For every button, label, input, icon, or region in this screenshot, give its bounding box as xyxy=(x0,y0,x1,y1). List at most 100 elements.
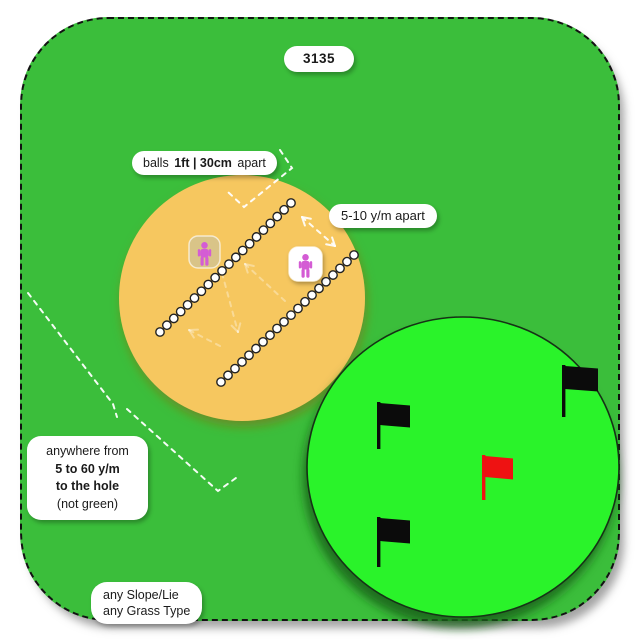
spacing-arrow xyxy=(301,216,336,247)
ball-dot xyxy=(314,283,324,294)
practice-circle xyxy=(119,175,365,421)
putting-green xyxy=(306,316,620,618)
ball-spacing-prefix: balls xyxy=(143,156,169,170)
ball-dot xyxy=(286,310,296,321)
movement-arrow-head xyxy=(230,324,239,333)
conditions-note: any Slope/Lie any Grass Type xyxy=(91,582,203,624)
dashed-guide-path xyxy=(126,408,237,493)
ball-dot xyxy=(272,211,283,222)
ball-dot xyxy=(251,343,261,354)
movement-arrow-head xyxy=(244,263,255,268)
person-arm xyxy=(208,249,212,257)
spacing-arrow-head xyxy=(325,243,336,247)
ball-spacing-label: balls 1ft | 30cm apart xyxy=(132,151,277,175)
movement-arrow-head xyxy=(237,322,242,333)
dashed-guide-path xyxy=(27,292,118,418)
ball-dot xyxy=(328,270,338,280)
ball-dot xyxy=(265,218,276,229)
person-torso xyxy=(301,260,310,270)
flag-cloth xyxy=(380,403,410,428)
person-leg xyxy=(205,256,209,266)
ball-dot xyxy=(230,252,241,263)
movement-arrow-head xyxy=(244,263,249,274)
player-icon xyxy=(288,246,323,282)
ball-dot xyxy=(230,363,240,374)
flag-cloth xyxy=(380,518,410,544)
ball-dot xyxy=(155,327,165,337)
ball-dot xyxy=(258,336,268,347)
distance-note: anywhere from 5 to 60 y/m to the hole (n… xyxy=(27,436,148,520)
flag-pole xyxy=(482,455,486,500)
ball-dot xyxy=(272,323,282,334)
person-head xyxy=(201,242,208,249)
distance-note-line4: (not green) xyxy=(56,496,119,511)
ball-dot xyxy=(307,290,317,301)
player-icon xyxy=(188,235,221,269)
ball-dot xyxy=(342,256,352,267)
ball-dot xyxy=(244,350,254,361)
ball-dot xyxy=(189,293,200,303)
ball-dot xyxy=(244,238,255,249)
ball-dot xyxy=(258,225,269,236)
flag-pole xyxy=(377,517,381,567)
ball-spacing-value: 1ft | 30cm xyxy=(174,156,232,170)
ball-dot xyxy=(279,316,289,327)
person-glyph xyxy=(197,242,212,266)
person-leg xyxy=(200,256,204,266)
spacing-arrow-head xyxy=(301,216,306,227)
person-arm xyxy=(309,261,313,269)
ball-dot xyxy=(321,276,331,287)
distance-note-line3: to the hole xyxy=(55,479,120,493)
ball-dot xyxy=(237,357,247,367)
ball-dot xyxy=(251,232,262,242)
conditions-line2: any Grass Type xyxy=(103,604,191,618)
flag-cloth xyxy=(565,366,598,392)
ball-dot xyxy=(217,265,227,276)
movement-arrow xyxy=(244,263,286,302)
ball-dot xyxy=(286,198,296,208)
target-flag-icon xyxy=(377,517,410,567)
ball-dot xyxy=(168,313,179,324)
ball-dot xyxy=(182,299,193,310)
person-head xyxy=(302,253,309,261)
drill-number-badge: 3135 xyxy=(284,46,354,72)
ball-dot xyxy=(203,279,214,290)
ball-dot xyxy=(224,259,234,270)
hole-flag-icon xyxy=(482,455,513,500)
flag-pole xyxy=(377,402,381,449)
ball-dot xyxy=(210,272,221,283)
flag-pole xyxy=(562,365,566,417)
ball-dot xyxy=(349,250,359,260)
target-flag-icon xyxy=(562,365,598,417)
spacing-arrow-head xyxy=(301,216,312,220)
person-arm xyxy=(197,249,201,257)
ball-dot xyxy=(175,306,186,317)
ball-dot xyxy=(265,330,275,341)
movement-arrow xyxy=(221,272,239,333)
ball-spacing-suffix: apart xyxy=(237,156,266,170)
conditions-line1: any Slope/Lie xyxy=(103,588,179,602)
movement-arrow-head xyxy=(188,329,195,339)
person-leg xyxy=(306,268,310,278)
movement-arrow xyxy=(188,329,221,347)
distance-note-line2: 5 to 60 y/m xyxy=(55,461,120,476)
ball-dot xyxy=(216,377,226,387)
ball-dot xyxy=(279,204,290,215)
ball-dot xyxy=(223,370,233,381)
ball-dot xyxy=(196,286,207,297)
dashed-guide-path xyxy=(227,149,294,209)
ball-dot xyxy=(161,320,172,331)
person-arm xyxy=(298,261,302,269)
spacing-arrow-head xyxy=(331,236,336,247)
person-glyph xyxy=(298,253,313,278)
ball-dot xyxy=(300,296,310,307)
ball-dot xyxy=(237,245,248,256)
person-torso xyxy=(200,248,209,258)
line-spacing-label: 5-10 y/m apart xyxy=(329,204,437,228)
person-leg xyxy=(301,268,305,278)
flag-cloth xyxy=(485,456,513,480)
distance-note-line1: anywhere from xyxy=(46,444,129,458)
target-flag-icon xyxy=(377,402,410,449)
ball-dot xyxy=(293,303,303,314)
